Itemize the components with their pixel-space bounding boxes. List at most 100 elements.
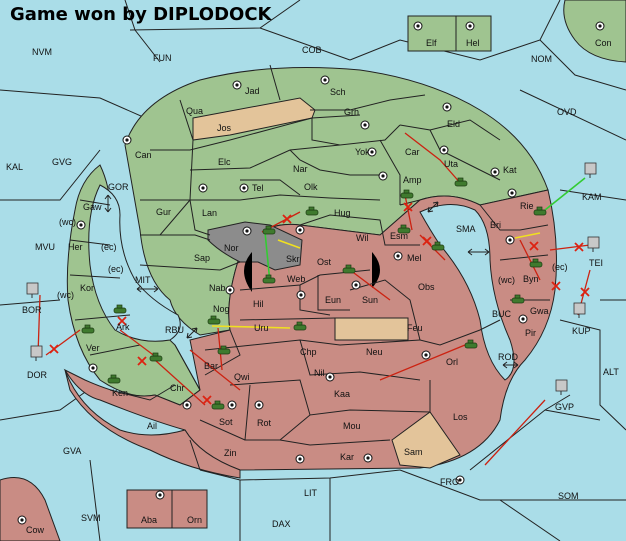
army-units — [81, 177, 547, 410]
supply-center — [505, 235, 515, 245]
canal-west — [244, 252, 252, 292]
army-unit[interactable] — [217, 345, 231, 355]
land-label-sam: Sam — [404, 447, 423, 457]
army-unit[interactable] — [149, 352, 163, 362]
coast-label-ec: (ec) — [101, 242, 117, 252]
sea-label-gva: GVA — [63, 446, 81, 456]
land-label-ken: Ken — [112, 388, 128, 398]
land-labels: Jad Sch Qua Jos Grh Eld Can Elc Nar Yok … — [68, 86, 549, 462]
land-label-qwi: Qwi — [234, 372, 250, 382]
land-label-orn: Orn — [187, 515, 202, 525]
land-label-bri: Bri — [490, 220, 501, 230]
land-label-can: Can — [135, 150, 152, 160]
land-label-feu: Feu — [407, 323, 423, 333]
army-unit[interactable] — [454, 177, 468, 187]
land-label-gaw: Gaw — [83, 202, 102, 212]
land-label-kar: Kar — [340, 452, 354, 462]
passage-markers — [104, 194, 519, 369]
land-label-wil: Wil — [356, 233, 369, 243]
canal-east — [372, 252, 380, 288]
province-feu[interactable] — [334, 317, 409, 341]
sea-label-nvm: NVM — [32, 47, 52, 57]
army-unit[interactable] — [431, 241, 445, 251]
island-labels: Elf Hel Aba Orn — [141, 38, 480, 525]
fleet-unit[interactable] — [555, 379, 568, 395]
land-label-elf: Elf — [426, 38, 437, 48]
sea-label-mvu: MVU — [35, 242, 55, 252]
province-sam[interactable] — [391, 411, 461, 469]
sea-label-gvp: GVP — [555, 402, 574, 412]
fleet-unit[interactable] — [30, 345, 43, 361]
coast-label-wc: (wc) — [59, 217, 76, 227]
army-unit[interactable] — [400, 189, 414, 199]
army-unit[interactable] — [342, 264, 356, 274]
land-label-chr: Chr — [170, 383, 185, 393]
province-con[interactable] — [563, 0, 626, 63]
army-unit[interactable] — [464, 339, 478, 349]
army-unit[interactable] — [293, 321, 307, 331]
supply-center — [242, 226, 252, 236]
army-unit[interactable] — [81, 324, 95, 334]
land-label-chp: Chp — [300, 347, 317, 357]
coast-labels: (wc) (ec) (ec) (wc) (wc) (ec) — [57, 217, 568, 300]
supply-center — [76, 220, 86, 230]
supply-center — [518, 314, 528, 324]
sea-label-nom: NOM — [531, 54, 552, 64]
land-label-nar: Nar — [293, 164, 308, 174]
supply-center — [17, 515, 27, 525]
army-unit[interactable] — [207, 315, 221, 325]
failed-move-markers — [49, 202, 590, 405]
land-label-zin: Zin — [224, 448, 237, 458]
army-unit[interactable] — [305, 206, 319, 216]
supply-center — [296, 290, 306, 300]
province-orn[interactable] — [171, 489, 208, 529]
army-unit[interactable] — [107, 374, 121, 384]
sea-label-som: SOM — [558, 491, 579, 501]
army-unit[interactable] — [511, 294, 525, 304]
province-elf[interactable] — [407, 15, 457, 52]
supply-center — [360, 120, 370, 130]
army-unit[interactable] — [529, 258, 543, 268]
fleet-unit[interactable] — [26, 282, 39, 298]
army-unit[interactable] — [533, 206, 547, 216]
coast-label-wc: (wc) — [498, 275, 515, 285]
supply-center — [393, 251, 403, 261]
army-unit[interactable] — [113, 304, 127, 314]
sea-label-kup: KUP — [572, 326, 591, 336]
fleet-unit[interactable] — [573, 302, 586, 318]
sea-label-cow: Cow — [26, 525, 45, 535]
army-unit[interactable] — [211, 400, 225, 410]
supply-center — [413, 21, 423, 31]
province-aba[interactable] — [126, 489, 173, 529]
land-label-amp: Amp — [403, 175, 422, 185]
supply-center — [320, 75, 330, 85]
land-label-olk: Olk — [304, 182, 318, 192]
land-label-mel: Mel — [407, 253, 422, 263]
land-label-jos: Jos — [217, 123, 232, 133]
fleet-unit[interactable] — [587, 236, 600, 252]
province-hel[interactable] — [455, 15, 492, 52]
land-label-car: Car — [405, 147, 420, 157]
land-label-jad: Jad — [245, 86, 260, 96]
land-label-lan: Lan — [202, 208, 217, 218]
sea-label-rbu: RBU — [165, 325, 184, 335]
sea-label-dor: DOR — [27, 370, 48, 380]
land-label-nor: Nor — [224, 243, 239, 253]
sea-label-bor: BOR — [22, 305, 42, 315]
land-label-gwa: Gwa — [530, 306, 549, 316]
land-label-hel: Hel — [466, 38, 480, 48]
sea-label-svm: SVM — [81, 513, 101, 523]
army-unit[interactable] — [262, 225, 276, 235]
land-label-uta: Uta — [444, 159, 458, 169]
land-label-nab: Nab — [209, 283, 226, 293]
fleet-unit[interactable] — [584, 162, 597, 178]
land-label-hil: Hil — [253, 299, 264, 309]
supply-center — [88, 363, 98, 373]
sea-label-con: Con — [595, 38, 612, 48]
game-title: Game won by DIPLODOCK — [10, 4, 273, 25]
army-unit[interactable] — [262, 274, 276, 284]
army-unit[interactable] — [397, 224, 411, 234]
land-label-byn: Byn — [523, 274, 539, 284]
land-label-web: Web — [287, 274, 305, 284]
